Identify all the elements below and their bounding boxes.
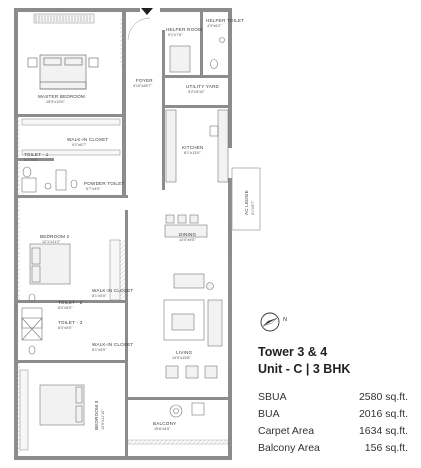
room-dim-walkin-closet-1: 9'2"x6'7" [72, 143, 87, 147]
toilet-1-fixtures [21, 166, 52, 193]
room-label-helper-room: HELPER ROOM [166, 27, 202, 32]
living-chairs [165, 365, 218, 379]
room-dim-toilet-1: 8'2"x5'6" [24, 158, 39, 162]
room-label-dining: DINING [179, 232, 197, 237]
room-dim-kitchen: 8'1"x13'0" [184, 151, 201, 155]
room-label-helper-toilet: HELPER TOILET [206, 18, 244, 23]
bedroom-2-wardrobe [109, 239, 121, 301]
master-wardrobe [33, 13, 95, 24]
unit-title: Unit - C | 3 BHK [258, 362, 351, 376]
room-dim-bedroom-2: 12'1"x11'2" [42, 240, 61, 244]
room-label-toilet-1: TOILET - 1 [24, 152, 49, 157]
area-value: 2016 sq.ft. [358, 408, 408, 420]
room-label-master-bedroom: MASTER BEDROOM [38, 94, 85, 99]
area-row: Carpet Area 1634 sq.ft. [258, 425, 408, 442]
toilet-2-fixtures [21, 293, 43, 329]
ac-ledge-outline [231, 167, 261, 231]
kitchen-counters [165, 109, 229, 183]
room-dim-balcony: 15'6"x4'6" [154, 427, 171, 431]
walkin-closet-1-shelves [21, 118, 121, 156]
room-label-powder-toilet: POWDER TOILET [84, 181, 124, 186]
room-label-kitchen: KITCHEN [182, 145, 204, 150]
room-dim-utility-yard: 9'2"x5'10" [188, 90, 205, 94]
room-dim-ac-ledge: 3'1"x9'7" [251, 200, 255, 215]
room-dim-powder-toilet: 5'7"x4'0" [86, 187, 101, 191]
area-row: BUA 2016 sq.ft. [258, 408, 408, 425]
room-dim-foyer: 4'10"x28'7" [133, 84, 152, 88]
entry-arrow-icon [141, 8, 153, 15]
area-label: BUA [258, 408, 280, 420]
foyer-door-arc [127, 17, 151, 41]
room-dim-helper-room: 9'1"x7'6" [168, 33, 183, 37]
room-dim-toilet-3: 8'0"x5'0" [58, 326, 73, 330]
area-row: Balcony Area 156 sq.ft. [258, 442, 408, 459]
helper-toilet-fixtures [210, 37, 225, 69]
room-label-foyer: FOYER [136, 78, 153, 83]
room-dim-dining: 14'0"x9'5" [179, 238, 196, 242]
room-dim-bedroom-3: 12'0"x11'10" [101, 409, 105, 430]
room-label-walkin-closet-2: WALK-IN CLOSET [92, 288, 133, 293]
room-label-toilet-2: TOILET - 2 [58, 300, 83, 305]
room-label-walkin-closet-3: WALK-IN CLOSET [92, 342, 133, 347]
room-dim-toilet-2: 8'0"x5'0" [58, 306, 73, 310]
area-value: 1634 sq.ft. [358, 425, 408, 437]
room-dim-living: 14'0"x15'8" [172, 356, 191, 360]
helper-room-bed [169, 45, 191, 73]
bedroom-2-bed [29, 243, 71, 285]
bedroom-3-bed [39, 384, 85, 426]
compass-icon [260, 312, 280, 332]
room-dim-walkin-closet-3: 8'1"x5'0" [92, 348, 107, 352]
area-label: Balcony Area [258, 442, 320, 454]
area-value: 2580 sq.ft. [358, 391, 408, 403]
room-label-toilet-3: TOILET - 3 [58, 320, 83, 325]
room-dim-master-bedroom: 15'0"x13'0" [46, 100, 65, 104]
room-dim-walkin-closet-2: 8'1"x5'0" [92, 294, 107, 298]
powder-toilet-fixtures [55, 169, 78, 191]
bedroom-3-wardrobe [19, 369, 29, 451]
toilet-3-fixtures [21, 317, 43, 355]
room-label-balcony: BALCONY [153, 421, 176, 426]
area-row: SBUA 2580 sq.ft. [258, 391, 408, 408]
area-table: SBUA 2580 sq.ft. BUA 2016 sq.ft. Carpet … [258, 391, 408, 459]
room-label-walkin-closet-1: WALK-IN CLOSET [67, 137, 108, 142]
room-label-ac-ledge: AC LEDGE [244, 190, 249, 215]
master-bed [27, 54, 99, 90]
room-label-bedroom-3: BEDROOM 3 [94, 400, 99, 430]
hatched-walls [14, 16, 232, 456]
living-furniture [163, 273, 223, 347]
balcony-rail [127, 439, 229, 445]
room-dim-helper-toilet: 4'3"x6'2" [207, 24, 222, 28]
area-value: 156 sq.ft. [364, 442, 408, 454]
area-label: SBUA [258, 391, 287, 403]
room-label-utility-yard: UTILITY YARD [186, 84, 220, 89]
room-label-bedroom-2: BEDROOM 2 [40, 234, 70, 239]
balcony-furniture [169, 402, 205, 418]
tower-title: Tower 3 & 4 [258, 345, 328, 359]
compass-north-label: N [283, 317, 287, 323]
dining-table [164, 214, 208, 238]
room-label-living: LIVING [176, 350, 192, 355]
area-label: Carpet Area [258, 425, 315, 437]
